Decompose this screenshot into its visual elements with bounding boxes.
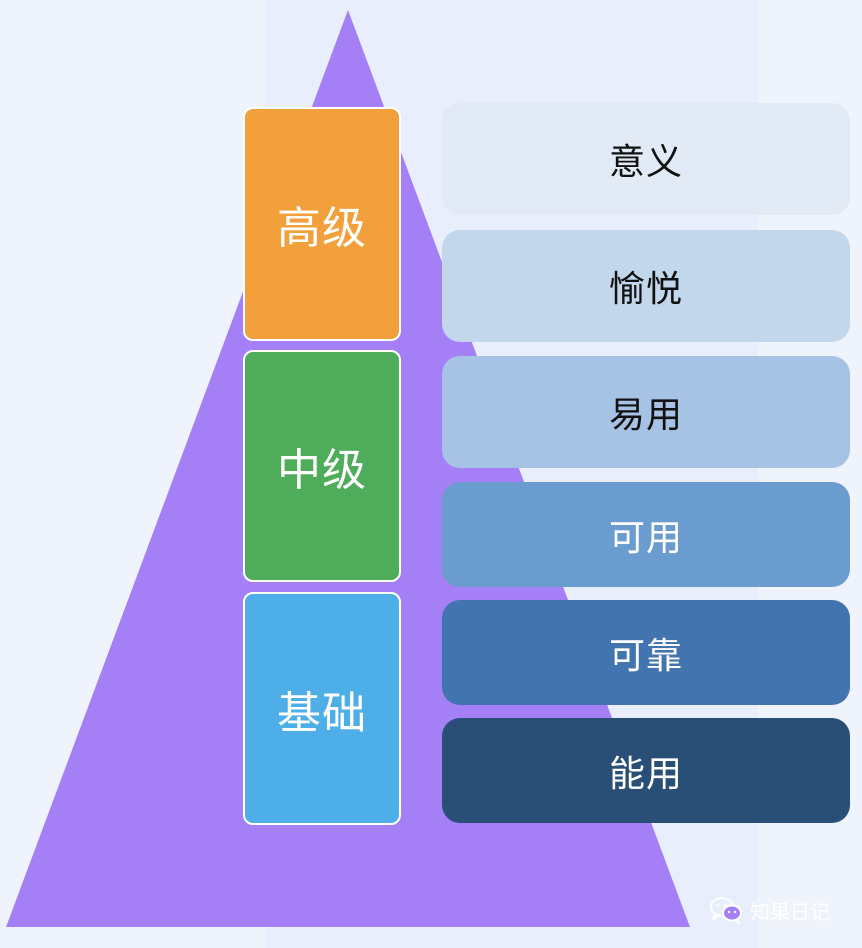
level-base: 基础 [243, 592, 401, 825]
watermark: 知果日记 [708, 892, 830, 928]
tier-meaning-label: 意义 [608, 142, 683, 183]
wechat-icon [710, 897, 742, 924]
tier-functional: 能用 [442, 718, 850, 823]
level-mid-label: 中级 [277, 445, 367, 496]
tier-reliable: 可靠 [442, 600, 850, 705]
tier-usable-label: 可用 [608, 517, 683, 559]
watermark-text: 知果日记 [750, 899, 830, 924]
tier-pleasure-label: 愉悦 [608, 269, 683, 310]
tier-meaning: 意义 [442, 103, 850, 215]
tier-functional-label: 能用 [608, 753, 683, 795]
level-high: 高级 [243, 107, 401, 341]
level-base-label: 基础 [277, 687, 367, 739]
level-high-label: 高级 [277, 203, 367, 254]
tier-reliable-label: 可靠 [608, 635, 683, 677]
tier-pleasure: 愉悦 [442, 230, 850, 342]
tier-ease-of-use-label: 易用 [608, 395, 683, 436]
tier-ease-of-use: 易用 [442, 356, 850, 468]
level-mid: 中级 [243, 350, 401, 582]
tier-usable: 可用 [442, 482, 850, 587]
